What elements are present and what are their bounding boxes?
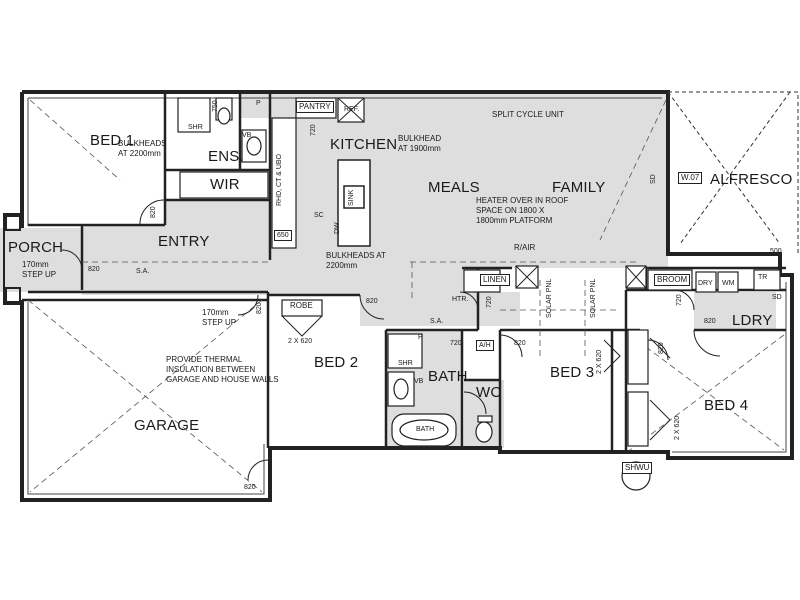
room-wir: WIR	[210, 176, 240, 193]
dim-garage-door: 820	[244, 484, 256, 491]
label-power-bath: P	[418, 334, 423, 341]
room-garage: GARAGE	[134, 417, 200, 434]
room-bed-2: BED 2	[314, 354, 359, 371]
dim-650: 650	[274, 230, 292, 241]
note-bulkhead-1900: BULKHEAD AT 1900mm	[398, 134, 442, 153]
label-smoke-alarm-hall: S.A.	[430, 318, 444, 325]
note-bulkheads-entry: BULKHEADS AT 2200mm	[326, 251, 386, 270]
room-entry: ENTRY	[158, 233, 210, 250]
label-sc: SC	[314, 212, 324, 219]
label-solar-panel-2: SOLAR PNL	[590, 278, 597, 318]
dim-bed2-door: 820	[366, 298, 378, 305]
label-smoke-alarm-entry: S.A.	[136, 268, 150, 275]
dim-robe-bed4: 2 X 620	[674, 415, 681, 440]
room-bed-4: BED 4	[704, 397, 749, 414]
note-step-up-porch: 170mm STEP UP	[22, 260, 57, 279]
dim-pantry-door: 720	[310, 124, 317, 136]
x-marks	[337, 97, 647, 289]
dim-bed3-door: 820	[514, 340, 526, 347]
door-swings	[61, 199, 721, 481]
raked-ceiling-lines	[27, 99, 785, 493]
room-porch: PORCH	[8, 239, 64, 256]
dim-bed1-door: 820	[150, 206, 157, 218]
label-rangehood: RHD, CT & UBO	[276, 154, 283, 206]
label-sliding-door-family: SD	[650, 174, 657, 184]
label-washing-machine: WM	[722, 280, 735, 287]
label-vanity-ens: VB	[242, 132, 252, 139]
dim-ldry-door-2: 820	[704, 318, 716, 325]
room-meals: MEALS	[428, 179, 480, 196]
label-sliding-door-ldry: SD	[772, 294, 782, 301]
note-step-up-garage: 170mm STEP UP	[202, 308, 237, 327]
dim-bath-door: 720	[450, 340, 462, 347]
room-wc: WC	[476, 384, 502, 401]
label-return-air: R/AIR	[514, 243, 536, 252]
dim-robe-bed3: 2 X 620	[596, 349, 603, 374]
label-robe: ROBE	[290, 301, 313, 310]
note-bulkheads-bed1: BULKHEADS AT 2200mm	[118, 139, 167, 158]
label-solar-panel-1: SOLAR PNL	[546, 278, 553, 318]
room-laundry: LDRY	[732, 312, 773, 329]
porch-walls	[3, 213, 22, 305]
room-alfresco: ALFRESCO	[710, 171, 793, 188]
dim-bed4-door: 820	[658, 342, 665, 354]
label-vanity-bath: VB	[414, 378, 424, 385]
kitchen-island	[337, 159, 371, 247]
note-split-cycle: SPLIT CYCLE UNIT	[492, 110, 564, 119]
label-pantry: PANTRY	[296, 101, 334, 113]
room-kitchen: KITCHEN	[330, 136, 398, 153]
interior-walls	[22, 92, 786, 452]
label-bath-tub: BATH	[416, 426, 435, 433]
note-heater: HEATER OVER IN ROOF SPACE ON 1800 X 1800…	[476, 196, 569, 225]
label-power-ens: P	[256, 100, 261, 107]
dim-linen-door: 720	[486, 296, 493, 308]
room-bed-1: BED 1	[90, 132, 135, 149]
dim-ens-door: 750	[212, 100, 219, 112]
outer-walls	[20, 90, 794, 502]
label-trough: TR	[758, 274, 768, 281]
label-shwu: SHWU	[622, 462, 653, 474]
fixtures	[177, 97, 781, 447]
label-heater-htr: HTR.	[452, 296, 469, 303]
label-fridge: REF.	[344, 106, 360, 113]
room-bed-3: BED 3	[550, 364, 595, 381]
label-air-handler: A/H	[476, 340, 494, 351]
note-thermal-insulation: PROVIDE THERMAL INSULATION BETWEEN GARAG…	[166, 355, 279, 384]
dim-hall-door: 820	[256, 302, 263, 314]
alfresco-outline	[667, 91, 799, 254]
dim-robe-bed2: 2 X 620	[288, 338, 313, 345]
dim-500: 500	[770, 248, 782, 255]
label-dishwasher: DW	[334, 222, 341, 234]
label-dryer: DRY	[698, 280, 713, 287]
label-shower-bath: SHR	[398, 360, 413, 367]
label-linen: LINEN	[480, 274, 510, 286]
label-shower-ens: SHR	[188, 124, 203, 131]
dim-ldry-door: 720	[676, 294, 683, 306]
label-broom: BROOM	[654, 274, 691, 286]
room-bath: BATH	[428, 368, 468, 385]
label-window-w07: W.07	[678, 172, 703, 184]
room-ensuite: ENS.	[208, 148, 244, 165]
dim-porch-door: 820	[88, 266, 100, 273]
label-sink: SINK	[348, 189, 355, 206]
room-family: FAMILY	[552, 179, 606, 196]
